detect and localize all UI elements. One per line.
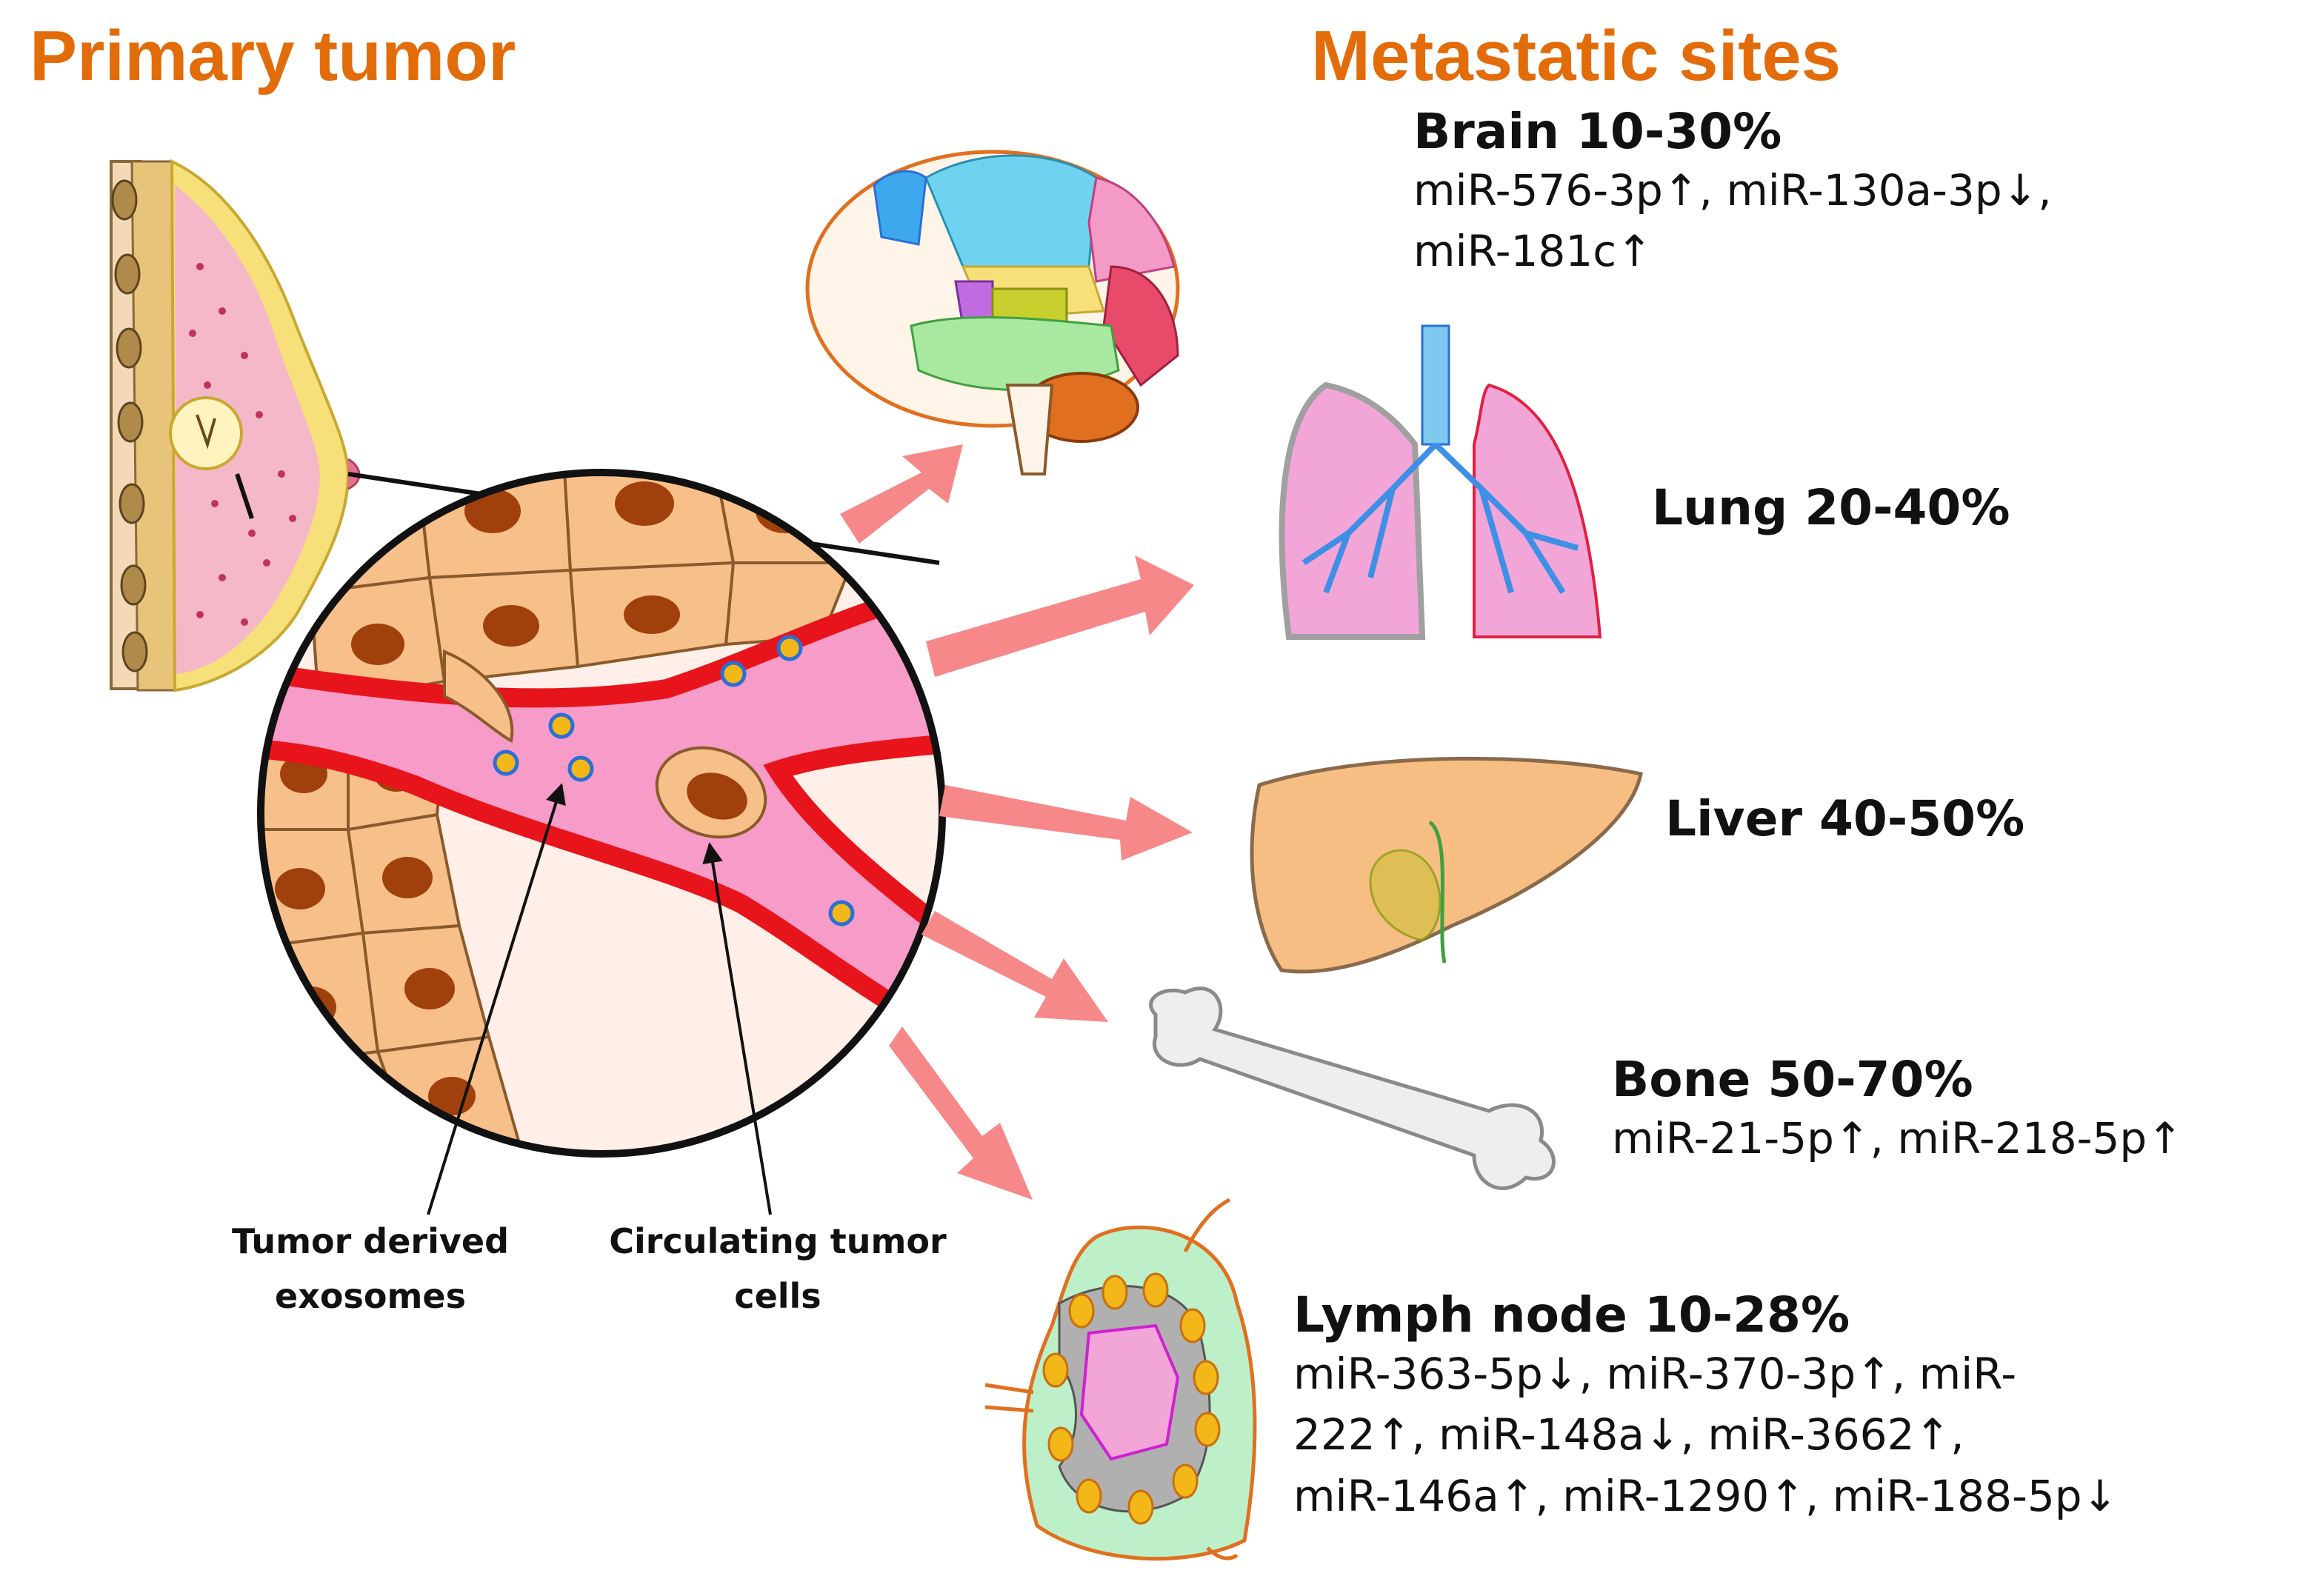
primary-tumor-heading: Primary tumor [30,16,516,96]
bone-site-label: Bone 50-70% miR-21-5p↑, miR-218-5p↑ [1612,1052,2183,1169]
brain-illustration [805,150,1180,475]
lymph-node-mirna-line: miR-363-5p↓, miR-370-3p↑, miR- [1293,1348,2017,1399]
brain-mirna-list: miR-576-3p↑, miR-130a-3p↓, miR-181c↑ [1413,160,2052,282]
arrow-to-bone [921,911,1108,1022]
brain-mirna-line: miR-576-3p↑, miR-130a-3p↓, [1413,164,2052,216]
lung-site-name: Lung 20-40% [1652,479,2010,536]
breast-illustration [110,158,940,692]
exosomes-callout-line: exosomes [275,1275,466,1316]
lungs-illustration [1279,324,1602,640]
bone-mirna-line: miR-21-5p↑, miR-218-5p↑ [1612,1112,2183,1163]
arrow-to-lung [926,555,1194,677]
brain-site-label: Brain 10-30% miR-576-3p↑, miR-130a-3p↓, … [1413,104,2052,282]
liver-site-label: Liver 40-50% [1665,791,2024,847]
lymph-node-mirna-line: 222↑, miR-148a↓, miR-3662↑, [1293,1409,1964,1460]
bone-illustration [1149,986,1556,1190]
ctc-callout: Circulating tumor cells [593,1215,963,1323]
arrow-to-brain [840,444,963,544]
brain-site-name: Brain 10-30% [1413,103,1782,160]
liver-site-name: Liver 40-50% [1665,790,2025,847]
liver-illustration [1250,756,1643,974]
lymph-node-site-name: Lymph node 10-28% [1293,1286,1850,1343]
arrow-to-lymph-node [889,1026,1033,1200]
arrow-to-liver [939,785,1193,861]
lymph-node-mirna-list: miR-363-5p↓, miR-370-3p↑, miR- 222↑, miR… [1293,1343,2118,1526]
brain-mirna-line: miR-181c↑ [1413,226,1653,277]
metastatic-sites-heading: Metastatic sites [1311,16,1841,96]
ctc-callout-line: cells [734,1275,821,1316]
bone-site-name: Bone 50-70% [1612,1051,1973,1108]
ctc-callout-line: Circulating tumor [609,1221,947,1261]
lung-site-label: Lung 20-40% [1652,480,2010,536]
ctc-callout-line [702,842,772,1215]
exosomes-callout: Tumor derived exosomes [222,1215,519,1323]
lymph-node-site-label: Lymph node 10-28% miR-363-5p↓, miR-370-3… [1293,1287,2118,1526]
exosomes-callout-line: Tumor derived [232,1221,509,1261]
lymph-node-illustration [984,1198,1257,1561]
exosome-callout-line [427,783,566,1215]
lymph-node-mirna-line: miR-146a↑, miR-1290↑, miR-188-5p↓ [1293,1470,2119,1521]
bone-mirna-list: miR-21-5p↑, miR-218-5p↑ [1612,1108,2183,1169]
metastasis-arrows [840,444,1194,1200]
